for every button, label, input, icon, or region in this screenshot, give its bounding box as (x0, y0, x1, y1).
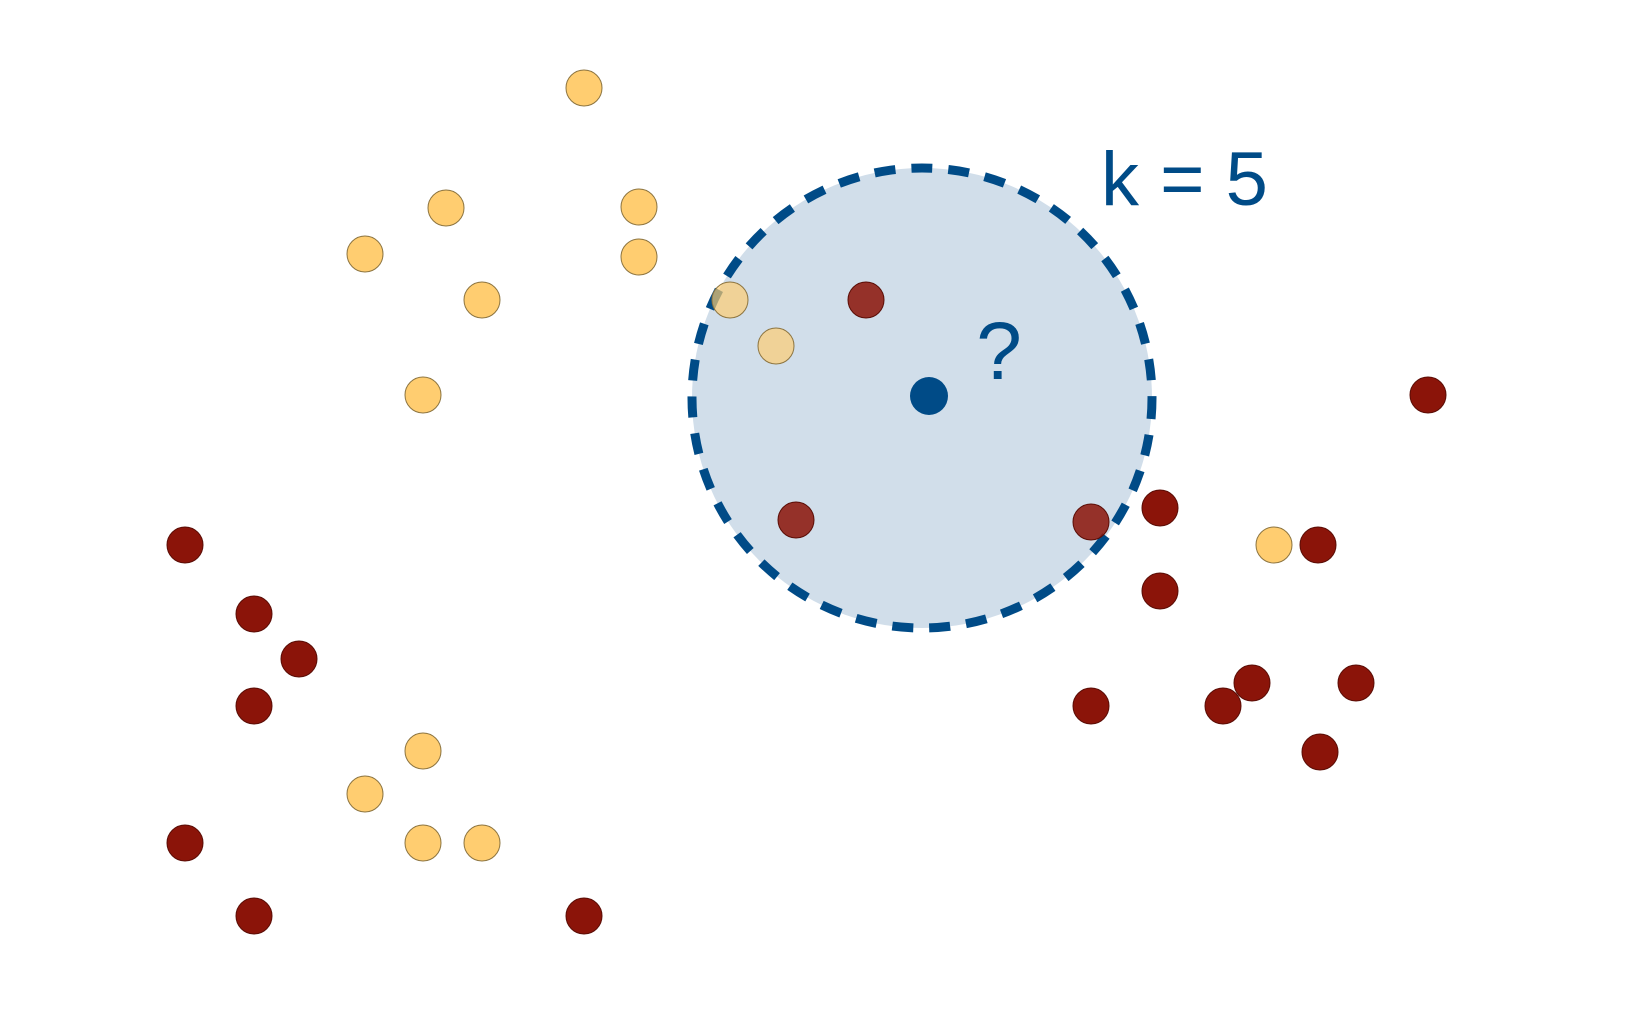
class-a-point (346, 235, 384, 273)
neighbor-class-b-point (777, 501, 815, 539)
neighbor-points (711, 281, 1110, 541)
class-a-point (404, 376, 442, 414)
neighbor-class-b-point (847, 281, 885, 319)
neighbor-class-a-point (757, 327, 795, 365)
class-b-point (1409, 376, 1447, 414)
class-a-point (463, 281, 501, 319)
neighbor-class-a-point (711, 281, 749, 319)
class-b-point (235, 595, 273, 633)
query-mark: ? (976, 306, 1022, 397)
class-a-point (565, 69, 603, 107)
class-a-point (1255, 526, 1293, 564)
class-b-point (235, 687, 273, 725)
class-b-point (166, 526, 204, 564)
class-b-point (1299, 526, 1337, 564)
class-b-point (1141, 489, 1179, 527)
class-a-point (427, 189, 465, 227)
k-label: k = 5 (1101, 137, 1268, 222)
class-b-point (1072, 687, 1110, 725)
class-a-point (620, 238, 658, 276)
neighbor-class-b-point (1072, 503, 1110, 541)
class-b-point (1337, 664, 1375, 702)
class-a-point (463, 824, 501, 862)
class-a-point (404, 732, 442, 770)
class-b-point (1233, 664, 1271, 702)
class-a-point (346, 775, 384, 813)
background-points (166, 69, 1447, 935)
class-b-point (235, 897, 273, 935)
class-a-point (620, 188, 658, 226)
class-b-point (166, 824, 204, 862)
class-b-point (1301, 733, 1339, 771)
class-b-point (1141, 572, 1179, 610)
class-b-point (1204, 687, 1242, 725)
query-point (910, 377, 948, 415)
class-a-point (404, 824, 442, 862)
class-b-point (280, 640, 318, 678)
class-b-point (565, 897, 603, 935)
